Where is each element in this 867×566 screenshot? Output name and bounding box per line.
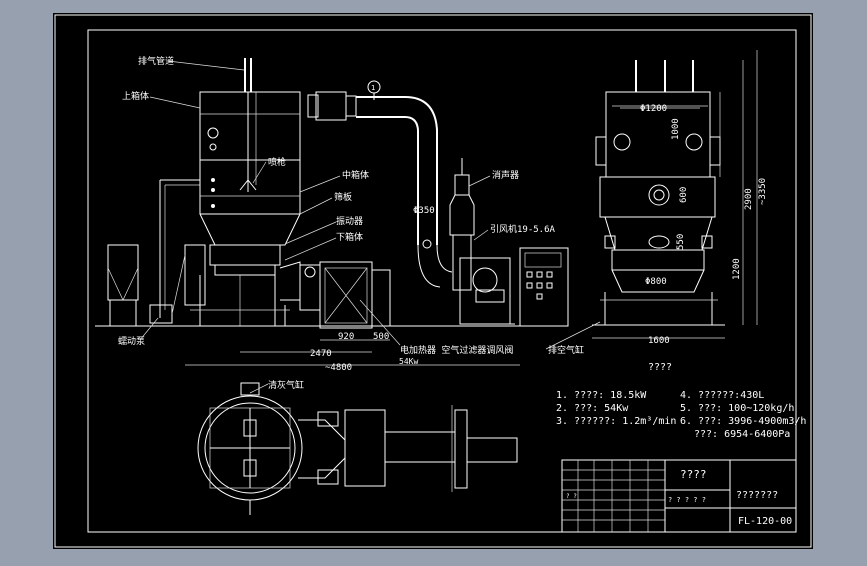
heater-filter-box: [299, 261, 391, 329]
title-sign-row: ? ? ? ? ?: [668, 496, 706, 504]
spec-item-4: 4. ??????:430L: [680, 390, 764, 401]
dim-top-width: Φ1200: [640, 104, 667, 114]
title-block: [561, 459, 797, 533]
spec-item-1: 1. ????: 18.5kW: [556, 390, 647, 401]
label-exhaust-valve: 排空气缸: [548, 344, 584, 356]
outer-frame: [54, 14, 812, 548]
dim-h-1200: 1200: [732, 258, 742, 280]
title-org: ???????: [736, 490, 778, 501]
label-lower-body: 下箱体: [336, 231, 363, 243]
dimension-lines: [185, 339, 520, 366]
dim-w-2470: 2470: [310, 349, 332, 359]
control-cabinet: [519, 247, 569, 327]
dim-w-4800: ~4800: [325, 363, 352, 373]
label-upper-body: 上箱体: [122, 90, 149, 102]
label-bed-plate: 筛板: [334, 191, 352, 203]
exhaust-pipe: [307, 80, 453, 288]
label-spray-gun: 喷枪: [268, 156, 286, 168]
title-name: ????: [680, 468, 707, 481]
label-pump: 蠕动泵: [118, 336, 145, 347]
spec-item-3: 3. ??????: 1.2m³/min: [556, 416, 676, 427]
label-fan: 引风机19-5.6A: [490, 223, 556, 235]
spec-item-5: 5. ???: 100~120kg/h: [680, 403, 794, 414]
label-bag-cylinder: 清灰气缸: [268, 379, 304, 391]
induced-draft-fan: [459, 257, 515, 325]
dim-w-920: 920: [338, 332, 354, 342]
side-elevation: [592, 50, 758, 339]
title-drawing-no: FL-120-00: [738, 516, 792, 527]
dim-pipe-dia: Φ350: [413, 206, 435, 216]
spec-item-7: ???: 6954-6400Pa: [694, 429, 790, 440]
specs-heading: ????: [648, 362, 672, 373]
label-silencer: 消声器: [492, 169, 519, 181]
dim-h-1000: 1000: [671, 118, 681, 140]
callout-number: 1: [371, 84, 375, 92]
inner-frame: [87, 29, 797, 533]
peristaltic-pump: [107, 244, 186, 326]
silencer: [449, 158, 475, 291]
dim-h-600: 600: [679, 187, 689, 203]
dim-w-1600: 1600: [648, 336, 670, 346]
dryer-tower: [95, 58, 520, 327]
leader-lines: [139, 60, 601, 394]
title-row-mark: ? ?: [566, 493, 577, 500]
dim-w-500: 500: [373, 332, 389, 342]
dim-h-2900: 2900: [744, 188, 754, 210]
dim-bed-dia: Φ800: [645, 277, 667, 287]
dim-h-550: 550: [676, 234, 686, 250]
label-heater-filter: 电加热器 空气过滤器调风阀: [400, 344, 513, 356]
dim-power: 54Kw: [399, 357, 418, 366]
label-vibrator: 振动器: [336, 215, 363, 227]
spec-item-2: 2. ???: 54Kw: [556, 403, 629, 414]
label-exhaust-pipe: 排气管道: [138, 55, 174, 67]
spec-item-6: 6. ???: 3996-4900m3/h: [680, 416, 806, 427]
dim-h-3350: ~3350: [758, 178, 768, 205]
plan-view: [197, 382, 518, 515]
label-middle-body: 中箱体: [342, 169, 369, 181]
